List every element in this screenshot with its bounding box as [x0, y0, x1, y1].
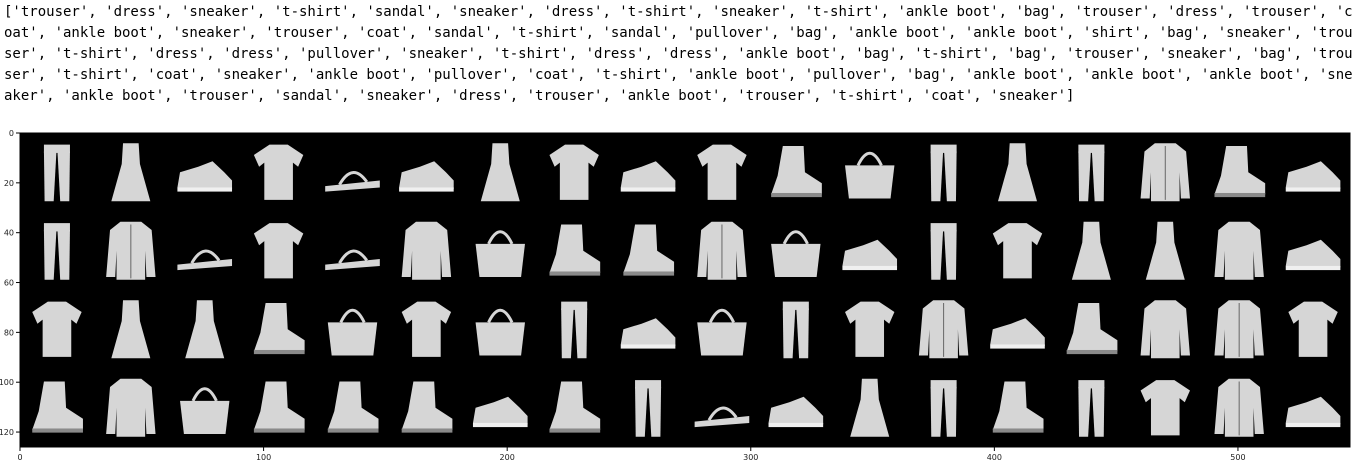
thumbnail-ankle-boot	[32, 381, 83, 433]
thumbnail-ankle-boot	[253, 302, 305, 355]
thumbnail-t-shirt	[1140, 380, 1190, 436]
thumbnail-dress	[997, 143, 1038, 202]
y-tick-label: 120	[0, 428, 14, 437]
thumbnail-ankle-boot	[771, 145, 822, 198]
x-tick-label: 500	[1230, 453, 1245, 462]
plot-area	[20, 133, 1350, 447]
image-grid-figure: 0 100 200 300 400 500 0 20 40 60 80 100 120	[0, 126, 1361, 463]
thumbnail-ankle-boot	[549, 224, 601, 276]
thumbnail-trouser	[1078, 380, 1105, 437]
cell-output-text: ['trouser', 'dress', 'sneaker', 't-shirt…	[4, 4, 1353, 104]
thumbnail-sneaker	[399, 161, 454, 192]
y-tick-label: 80	[4, 328, 14, 337]
thumbnail-ankle-boot	[1066, 302, 1118, 355]
thumbnail-dress	[480, 143, 520, 202]
thumbnail-ankle-boot	[992, 381, 1044, 433]
y-tick-label: 40	[4, 229, 14, 238]
thumbnail-bag	[475, 230, 525, 278]
thumbnail-bag	[475, 308, 525, 356]
thumbnail-dress	[1071, 221, 1111, 280]
x-tick-label: 200	[500, 453, 515, 462]
thumbnail-bag	[697, 308, 747, 356]
thumbnail-sneaker	[990, 318, 1045, 349]
thumbnail-sneaker	[1285, 396, 1341, 428]
x-tick-label: 300	[743, 453, 758, 462]
thumbnail-trouser	[930, 380, 957, 437]
x-tick-label: 0	[17, 453, 22, 462]
image-grid-plot: 0 100 200 300 400 500 0 20 40 60 80 100 120	[0, 129, 1351, 462]
thumbnail-t-shirt	[845, 301, 895, 357]
thumbnail-pullover	[1214, 221, 1264, 280]
thumbnail-trouser	[1078, 144, 1105, 202]
thumbnail-ankle-boot	[253, 381, 305, 433]
thumbnail-t-shirt	[253, 223, 304, 279]
thumbnail-coat	[1214, 300, 1264, 359]
thumbnail-ankle-boot	[1214, 145, 1266, 198]
thumbnail-t-shirt	[32, 301, 82, 357]
thumbnail-coat	[1214, 378, 1264, 437]
thumbnail-sandal	[694, 406, 750, 428]
y-tick-label: 60	[4, 279, 14, 288]
thumbnail-layer	[32, 143, 1341, 437]
thumbnail-dress	[111, 143, 151, 202]
thumbnail-coat	[106, 221, 156, 280]
thumbnail-ankle-boot	[549, 381, 601, 433]
thumbnail-sandal	[177, 249, 233, 271]
thumbnail-dress	[185, 300, 225, 359]
thumbnail-coat	[1140, 143, 1190, 202]
thumbnail-sneaker	[620, 318, 676, 349]
y-tick-label: 0	[9, 129, 14, 138]
thumbnail-sandal	[325, 171, 380, 192]
thumbnail-dress	[850, 378, 890, 437]
thumbnail-t-shirt	[549, 144, 599, 200]
thumbnail-trouser	[635, 380, 662, 437]
x-tick-label: 400	[987, 453, 1002, 462]
thumbnail-dress	[1145, 221, 1185, 280]
thumbnail-ankle-boot	[401, 381, 453, 433]
thumbnail-trouser	[930, 144, 957, 202]
thumbnail-bag	[845, 151, 895, 199]
thumbnail-bag	[327, 308, 378, 356]
axes-frame	[19, 132, 1351, 448]
thumbnail-sneaker	[620, 161, 676, 192]
thumbnail-trouser	[561, 301, 588, 359]
thumbnail-coat	[918, 300, 969, 359]
thumbnail-trouser	[930, 223, 957, 280]
thumbnail-ankle-boot	[623, 224, 675, 276]
thumbnail-sneaker	[842, 239, 898, 271]
thumbnail-t-shirt	[401, 301, 452, 357]
y-tick-label: 100	[0, 378, 14, 387]
thumbnail-sneaker	[1285, 239, 1341, 271]
thumbnail-pullover	[401, 221, 452, 280]
thumbnail-bag	[180, 387, 230, 435]
thumbnail-t-shirt	[697, 144, 747, 200]
thumbnail-sneaker	[1285, 161, 1341, 192]
y-tick-label: 20	[4, 179, 14, 188]
thumbnail-trouser	[43, 223, 70, 280]
thumbnail-trouser	[782, 301, 809, 359]
thumbnail-sneaker	[768, 396, 824, 428]
axes-layer: 0 100 200 300 400 500 0 20 40 60 80 100 120	[0, 129, 1351, 462]
thumbnail-t-shirt	[253, 144, 304, 200]
thumbnail-pullover	[1140, 300, 1190, 359]
thumbnail-sandal	[325, 249, 380, 271]
thumbnail-sneaker	[472, 396, 528, 428]
thumbnail-t-shirt	[1288, 301, 1338, 357]
thumbnail-trouser	[43, 144, 70, 202]
thumbnail-pullover	[106, 378, 156, 437]
thumbnail-sneaker	[177, 161, 233, 192]
x-tick-label: 100	[256, 453, 271, 462]
thumbnail-t-shirt	[992, 223, 1043, 279]
thumbnail-ankle-boot	[327, 381, 379, 433]
thumbnail-dress	[111, 300, 151, 359]
thumbnail-bag	[771, 230, 821, 278]
thumbnail-shirt	[697, 221, 747, 280]
